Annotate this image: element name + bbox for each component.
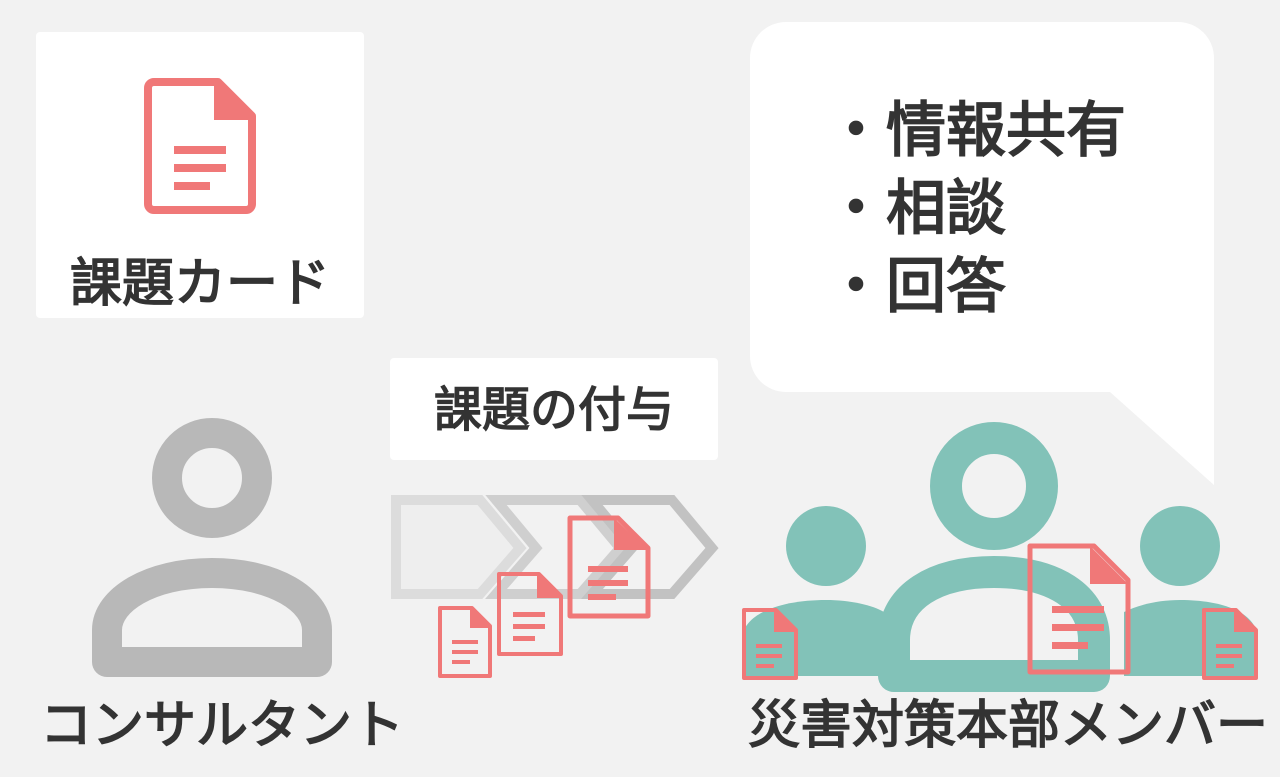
group-icon xyxy=(742,422,1258,692)
bubble-item: 回答 xyxy=(826,248,1126,326)
issue-card-box: 課題カード xyxy=(36,32,364,318)
person-icon xyxy=(92,418,332,677)
bubble-item: 相談 xyxy=(826,170,1126,248)
issue-card-label: 課題カード xyxy=(69,254,330,314)
bubble-list: 情報共有 相談 回答 xyxy=(826,92,1126,326)
document-icon xyxy=(742,608,798,680)
bubble-item: 情報共有 xyxy=(826,92,1126,170)
chevron-arrows-icon xyxy=(391,495,719,599)
consultant-label: コンサルタント xyxy=(40,696,405,756)
assign-box: 課題の付与 xyxy=(390,358,718,460)
document-icon xyxy=(567,515,651,619)
assign-label: 課題の付与 xyxy=(433,382,674,438)
document-icon xyxy=(438,606,492,678)
document-icon xyxy=(1027,543,1131,675)
document-icon xyxy=(1202,608,1258,680)
document-icon xyxy=(144,78,256,214)
document-icon xyxy=(497,572,563,656)
team-label: 災害対策本部メンバー xyxy=(748,696,1269,756)
document-icon-flow xyxy=(438,515,1258,680)
